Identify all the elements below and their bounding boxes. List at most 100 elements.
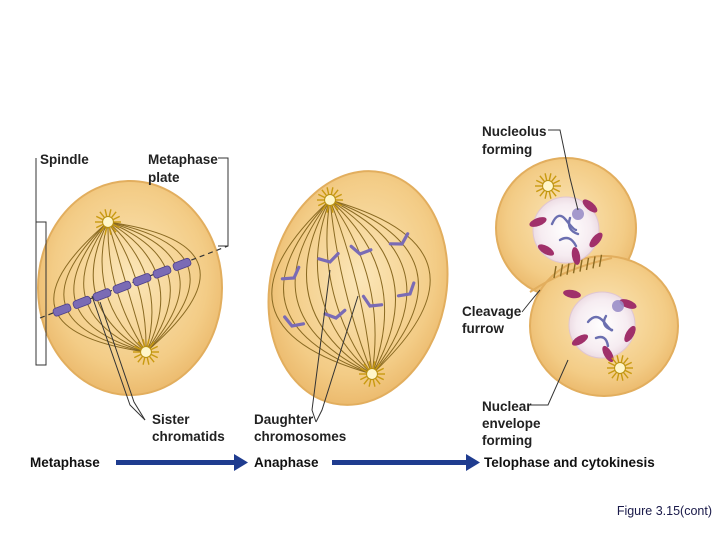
centriole (324, 194, 336, 206)
daughter-chromosome (349, 244, 373, 256)
aster-ray (150, 345, 159, 351)
figure-caption: Figure 3.15(cont) (616, 504, 712, 518)
aster-ray (363, 378, 369, 385)
aster-ray (552, 187, 561, 193)
furrow-fiber (598, 254, 603, 267)
label-sister-chromatids-line2: chromatids (152, 429, 225, 444)
aster-ray (111, 226, 117, 233)
aster-ray (616, 355, 620, 363)
aster-ray (548, 173, 552, 181)
aster-ray (544, 191, 548, 199)
aster-ray (333, 189, 339, 196)
decondensing-chromatin (550, 214, 614, 348)
daughter-chromosome (280, 265, 301, 281)
label-cleavage-furrow-line2: furrow (462, 321, 504, 336)
stage-metaphase: Metaphase (30, 455, 100, 470)
aster-ray (611, 357, 617, 364)
envelope-fragment (563, 289, 581, 299)
daughter-chromosome (388, 232, 410, 246)
spindle-fiber (316, 199, 373, 375)
aster-ray (146, 357, 150, 365)
aster-ray (146, 339, 150, 347)
anaphase-chromosomes (280, 232, 416, 328)
aster-ray (330, 205, 334, 213)
envelope-fragment (537, 244, 555, 256)
spindle-fiber (329, 199, 397, 375)
lower-nucleolus (612, 300, 624, 312)
label-metaphase-plate-line2: plate (148, 170, 180, 185)
spindle-fiber (329, 199, 386, 375)
centriole (542, 180, 554, 192)
label-nuclear-envelope-line3: forming (482, 433, 533, 448)
label-nuclear-envelope-line1: Nuclear (482, 399, 532, 414)
spindle-fiber (329, 199, 431, 375)
aster-ray (375, 363, 381, 370)
envelope-fragment (571, 334, 589, 346)
stage-telophase: Telophase and cytokinesis (484, 455, 655, 470)
envelope-fragment (571, 247, 581, 265)
metaphase-chromosome (132, 273, 152, 287)
aster-ray (620, 355, 624, 363)
aster-ray (99, 211, 105, 218)
aster-ray (317, 193, 326, 199)
cleavage-furrow-shape (529, 257, 613, 293)
anaphase-centrosome-top (317, 187, 343, 213)
aster-ray (623, 357, 629, 364)
nuclear-envelope-fragments (529, 199, 637, 363)
aster-ray (149, 341, 155, 348)
aster-ray (624, 369, 633, 375)
aster-ray (544, 173, 548, 181)
metaphase-chromosome (112, 280, 132, 294)
aster-ray (333, 204, 339, 211)
spindle-fiber (329, 199, 376, 375)
chromatin-strand (594, 335, 610, 348)
arrow-shaft-1 (116, 460, 234, 465)
daughter-chromosome (396, 281, 416, 298)
aster-ray (104, 227, 108, 235)
aster-ray (552, 179, 561, 185)
metaphase-centrosome-bottom (133, 339, 159, 365)
aster-ray (317, 201, 326, 207)
metaphase-chromosome (172, 257, 192, 271)
aster-ray (375, 378, 381, 385)
aster-ray (150, 353, 159, 359)
spindle-fiber (107, 221, 191, 353)
arrow-head-1 (234, 454, 248, 471)
aster-ray (535, 187, 544, 193)
centriole (614, 362, 626, 374)
daughter-chromosome (323, 308, 347, 320)
aster-ray (133, 353, 142, 359)
label-metaphase-plate-line1: Metaphase (148, 152, 218, 167)
label-daughter-chromosomes-line1: Daughter (254, 412, 314, 427)
anaphase-spindle-fibers (271, 199, 431, 375)
spindle-fiber (107, 221, 181, 353)
aster-ray (95, 223, 104, 229)
furrow-fiber (559, 264, 564, 277)
aster-ray (535, 179, 544, 185)
label-daughter-chromosomes-line2: chromosomes (254, 429, 347, 444)
metaphase-chromosome (72, 295, 92, 309)
chromatin-strand (602, 314, 614, 332)
aster-ray (372, 361, 376, 369)
aster-ray (372, 379, 376, 387)
spindle-fiber (294, 199, 373, 375)
daughter-chromosome (361, 294, 384, 308)
spindle-fiber (305, 199, 373, 375)
aster-ray (334, 193, 343, 199)
aster-ray (624, 361, 633, 367)
chromatin-strand (567, 216, 580, 236)
arrow-shaft-2 (332, 460, 466, 465)
label-nuclear-envelope-line2: envelope (482, 416, 541, 431)
aster-ray (607, 369, 616, 375)
envelope-fragment (602, 345, 614, 363)
furrow-fiber (592, 256, 596, 269)
aster-ray (99, 226, 105, 233)
centriole (102, 216, 114, 228)
aster-ray (368, 379, 372, 387)
furrow-fiber (553, 265, 557, 279)
leader-lines (35, 129, 579, 423)
aster-ray (104, 209, 108, 217)
aster-ray (326, 187, 330, 195)
telophase-centrosome-upper (535, 173, 561, 199)
